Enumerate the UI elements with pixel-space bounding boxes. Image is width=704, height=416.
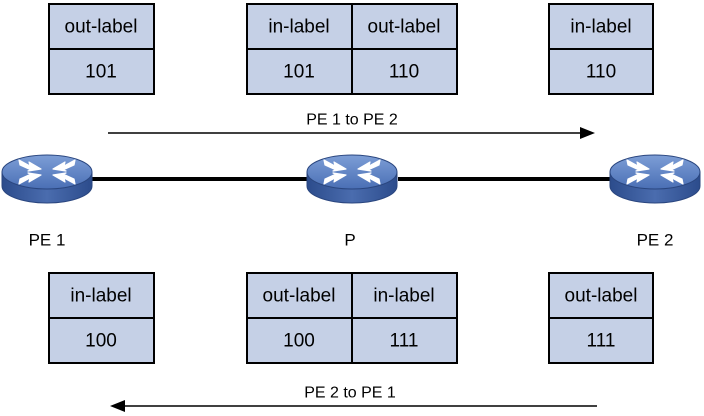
node-label-pe2: PE 2 [637,231,674,250]
table-value-cell: 110 [548,48,654,95]
bottom-table-pe1: in-label 100 [48,272,155,364]
table-header-text: in-label [570,17,631,38]
table-value-cell: 100 [48,317,155,364]
arrow-icon [580,127,595,139]
table-value-cell: 110 [351,48,458,95]
top-table-pe1: out-label 101 [48,3,155,95]
table-value-cell: 100 [246,317,353,364]
table-value-cell: 111 [548,317,654,364]
table-header-text: out-label [65,17,138,38]
table-value-text: 100 [85,331,117,352]
router-p [306,154,398,204]
table-header-text: out-label [263,286,336,307]
table-value-text: 101 [283,62,315,83]
top-table-pe2: in-label 110 [548,3,654,95]
table-header-cell: in-label [48,272,155,319]
table-header-cell: in-label [548,3,654,50]
table-header-cell: out-label [48,3,155,50]
table-header-text: in-label [70,286,131,307]
router-pe2 [609,154,701,204]
table-header-cell: in-label [351,272,458,319]
table-value-text: 101 [85,62,117,83]
table-value-text: 111 [390,331,419,352]
table-value-cell: 111 [351,317,458,364]
table-header-text: out-label [565,286,638,307]
table-value-text: 110 [389,62,419,83]
table-value-text: 100 [283,331,315,352]
forward-direction-label: PE 1 to PE 2 [306,112,398,129]
table-value-text: 111 [587,331,616,352]
table-value-text: 110 [586,62,616,83]
router-icon [609,154,701,204]
table-header-text: in-label [373,286,434,307]
table-header-cell: out-label [548,272,654,319]
table-header-text: in-label [268,17,329,38]
router-icon [1,154,93,204]
table-value-cell: 101 [246,48,353,95]
table-header-cell: out-label [246,272,353,319]
table-header-cell: in-label [246,3,353,50]
router-pe1 [1,154,93,204]
arrow-icon [110,400,125,412]
top-table-p: in-label out-label 101 110 [246,3,458,95]
table-header-text: out-label [368,17,441,38]
reverse-direction: PE 2 to PE 1 [110,385,597,412]
reverse-direction-label: PE 2 to PE 1 [304,385,396,402]
forward-direction: PE 1 to PE 2 [108,112,595,139]
bottom-table-p: out-label in-label 100 111 [246,272,458,364]
table-header-cell: out-label [351,3,458,50]
table-value-cell: 101 [48,48,155,95]
node-label-pe1: PE 1 [29,231,66,250]
router-icon [306,154,398,204]
bottom-table-pe2: out-label 111 [548,272,654,364]
node-label-p: P [344,231,355,250]
